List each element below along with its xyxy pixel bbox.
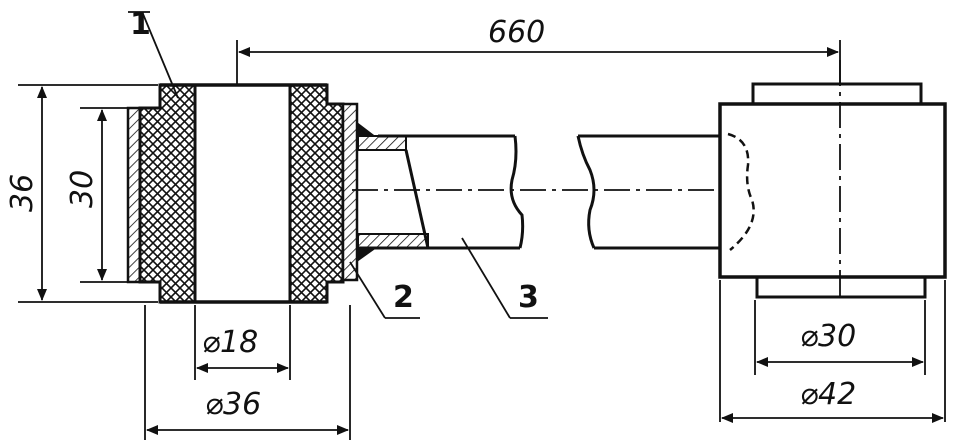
rubber-bushing-right bbox=[288, 83, 345, 304]
tube-break-left bbox=[509, 135, 525, 249]
dim-outer-height-label: 36 bbox=[5, 174, 40, 212]
tube-wall-bottom bbox=[357, 233, 429, 249]
housing-wall-section bbox=[126, 106, 142, 284]
head-body bbox=[718, 102, 947, 279]
left-joint-assembly bbox=[126, 83, 378, 304]
right-head-assembly bbox=[718, 60, 947, 300]
tube-wall-top bbox=[357, 135, 407, 151]
head-boss-top bbox=[751, 82, 923, 106]
tube-left-segment bbox=[358, 134, 520, 250]
weld-bottom bbox=[357, 246, 378, 262]
inner-sleeve bbox=[193, 83, 292, 304]
head-weld-bead bbox=[727, 132, 755, 251]
dim-inner-height-label: 30 bbox=[65, 170, 100, 208]
callout-leaders bbox=[128, 11, 548, 319]
dim-head-inner-label: ⌀30 bbox=[800, 319, 856, 354]
callout-part-3: 3 bbox=[518, 280, 539, 315]
dim-head-outer-label: ⌀42 bbox=[800, 377, 856, 412]
dimension-lines bbox=[18, 40, 946, 440]
dim-rubber-label: ⌀36 bbox=[205, 387, 261, 422]
callout-part-1: 1 bbox=[130, 7, 151, 42]
housing-right-wall bbox=[341, 102, 359, 282]
dim-length-label: 660 bbox=[488, 15, 545, 50]
head-boss-bottom bbox=[755, 275, 927, 299]
tube-break-right bbox=[576, 135, 596, 249]
callout-part-2: 2 bbox=[393, 280, 414, 315]
rubber-bushing-left bbox=[138, 83, 197, 304]
dim-bore-label: ⌀18 bbox=[202, 325, 258, 360]
tube-assembly bbox=[352, 134, 770, 250]
tube-right-segment bbox=[578, 134, 728, 250]
